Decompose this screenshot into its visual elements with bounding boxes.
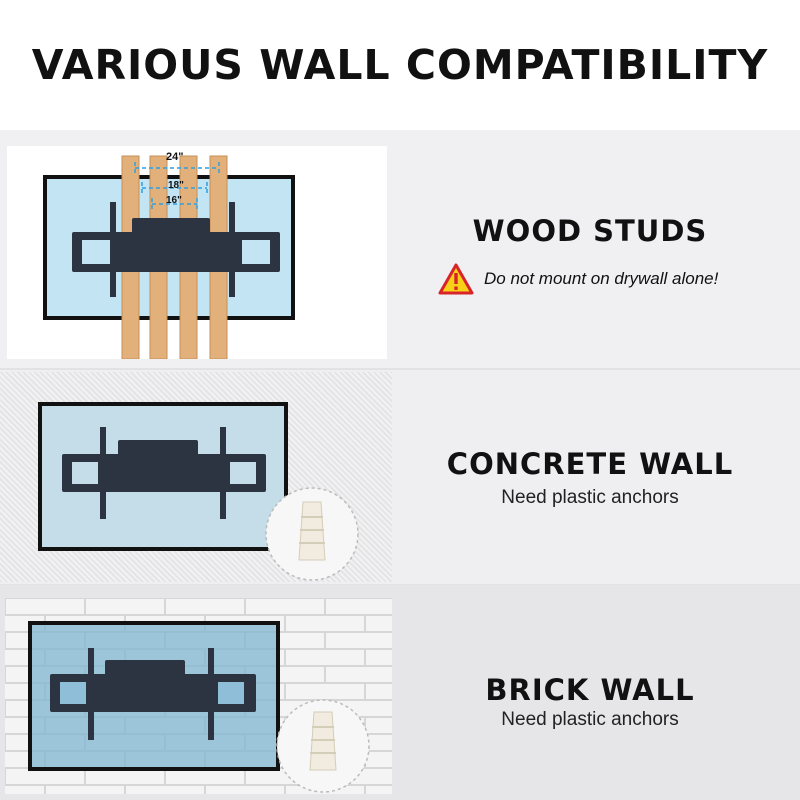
plastic-anchor-icon (265, 487, 359, 581)
tv-mount (50, 648, 256, 740)
warning-triangle-icon (438, 263, 474, 295)
dimension-18-label: 18" (168, 180, 184, 191)
divider (0, 368, 800, 370)
page-title: VARIOUS WALL COMPATIBILITY (31, 41, 769, 89)
brick-wall-title: BRICK WALL (485, 673, 695, 707)
tv-mount (72, 202, 280, 297)
tv-mount (62, 427, 266, 519)
wood-studs-title: WOOD STUDS (472, 214, 708, 248)
warning-text: Do not mount on drywall alone! (484, 269, 719, 288)
brick-wall-note: Need plastic anchors (501, 709, 679, 730)
concrete-wall-note: Need plastic anchors (501, 487, 679, 508)
brick-wall-illustration (5, 598, 392, 794)
wood-studs-illustration (7, 146, 387, 359)
concrete-wall-illustration (0, 372, 392, 582)
dimension-16-label: 16" (166, 195, 182, 206)
dimension-24-label: 24" (166, 151, 184, 163)
concrete-wall-title: CONCRETE WALL (446, 447, 734, 481)
dimension-lines (134, 162, 220, 210)
warning-row: Do not mount on drywall alone! (438, 262, 788, 296)
plastic-anchor-icon (276, 699, 370, 793)
